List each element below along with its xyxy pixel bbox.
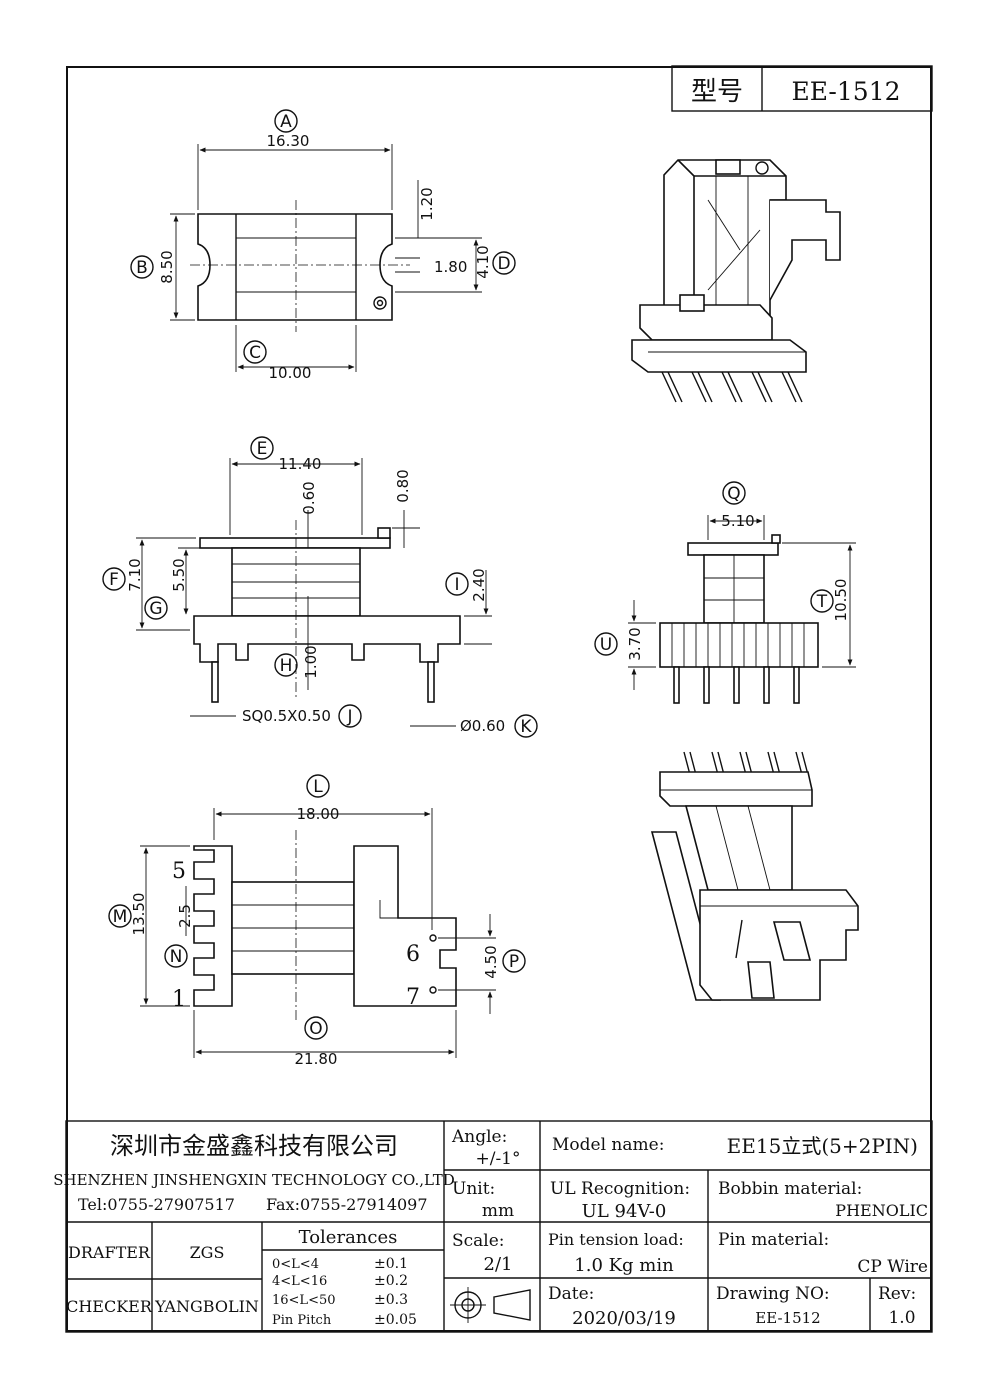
dim-1-80: 1.80	[434, 258, 467, 276]
isometric-view-bottom	[650, 751, 859, 1001]
projection-symbol-icon	[450, 1287, 531, 1323]
checker-label: CHECKER	[66, 1297, 153, 1316]
ul-value: UL 94V-0	[582, 1201, 667, 1222]
fax: Fax:0755-27914097	[266, 1195, 428, 1214]
dim-t-value: 10.50	[832, 579, 850, 622]
dim-c-value: 10.00	[269, 364, 312, 382]
angle-label: Angle:	[451, 1127, 507, 1147]
dim-j-value: SQ0.5X0.50	[242, 707, 331, 725]
tolerance-value-3: ±0.3	[374, 1292, 408, 1308]
pin-material-label: Pin material:	[718, 1230, 829, 1250]
label-c: C	[249, 343, 261, 363]
dim-0-60: 0.60	[300, 481, 318, 514]
tolerance-value-4: ±0.05	[374, 1312, 417, 1328]
pin-1: 1	[172, 987, 186, 1012]
dim-m-value: 13.50	[130, 893, 148, 936]
tolerance-range-4: Pin Pitch	[272, 1313, 332, 1328]
side-view: 5.10 Q 10.50 T 3.70 U	[594, 481, 856, 704]
tolerance-value-2: ±0.2	[374, 1273, 408, 1289]
dim-b-value: 8.50	[158, 250, 176, 283]
tolerances-label: Tolerances	[299, 1227, 398, 1248]
dim-e-value: 11.40	[279, 455, 322, 473]
tolerance-range-1: 0<L<4	[272, 1257, 319, 1272]
label-u: U	[600, 635, 612, 655]
scale-label: Scale:	[452, 1231, 505, 1251]
model-name-label: Model name:	[552, 1135, 664, 1155]
label-l: L	[313, 777, 323, 797]
drafter-value: ZGS	[190, 1243, 225, 1262]
bobbin-value: PHENOLIC	[835, 1201, 928, 1220]
label-a: A	[280, 112, 292, 132]
unit-label: Unit:	[452, 1179, 495, 1199]
tolerance-range-2: 4<L<16	[272, 1274, 327, 1289]
front-view: 11.40 E 0.60 0.80 7.10 F 5.50 G 2.40 I 1…	[102, 436, 538, 738]
label-m: M	[113, 907, 128, 927]
label-g: G	[149, 599, 162, 619]
bobbin-label: Bobbin material:	[718, 1179, 862, 1199]
label-f: F	[109, 570, 119, 590]
model-label: 型号	[691, 77, 743, 107]
label-b: B	[136, 258, 148, 278]
angle-value: +/-1°	[475, 1149, 520, 1169]
label-o: O	[309, 1019, 322, 1039]
model-value: EE-1512	[791, 77, 900, 106]
label-q: Q	[727, 484, 740, 504]
pin-7: 7	[406, 985, 420, 1010]
dim-l-value: 18.00	[297, 805, 340, 823]
dim-1-20: 1.20	[418, 187, 436, 220]
pin-tension-value: 1.0 Kg min	[574, 1255, 674, 1276]
label-k: K	[520, 717, 532, 737]
dim-u-value: 3.70	[626, 627, 644, 660]
title-block	[65, 1120, 933, 1333]
pin-6: 6	[406, 942, 420, 967]
dim-n-value: 2.5	[176, 904, 194, 928]
rev-label: Rev:	[878, 1284, 916, 1304]
drawing-no-value: EE-1512	[755, 1309, 820, 1327]
isometric-view-top	[631, 159, 841, 403]
dim-0-80: 0.80	[394, 469, 412, 502]
dim-f-value: 7.10	[126, 558, 144, 591]
dim-p-value: 4.50	[482, 945, 500, 978]
pin-tension-label: Pin tension load:	[548, 1230, 684, 1249]
model-name-value: EE15立式(5+2PIN)	[727, 1134, 918, 1158]
company-name-en: SHENZHEN JINSHENGXIN TECHNOLOGY CO.,LTD	[53, 1171, 455, 1189]
pin-material-value: CP Wire	[857, 1257, 928, 1277]
label-t: T	[816, 592, 828, 612]
tel: Tel:0755-27907517	[78, 1195, 235, 1214]
label-n: N	[170, 947, 183, 967]
dim-g-value: 5.50	[170, 558, 188, 591]
drafter-label: DRAFTER	[68, 1243, 151, 1262]
checker-value: YANGBOLIN	[154, 1297, 259, 1316]
dim-h-value: 1.00	[302, 645, 320, 678]
date-value: 2020/03/19	[572, 1308, 676, 1329]
dim-a-value: 16.30	[267, 132, 310, 150]
label-h: H	[280, 656, 293, 676]
pin-5: 5	[172, 859, 186, 884]
side-ribs	[671, 623, 805, 667]
drawing-sheet	[66, 66, 932, 1332]
ul-label: UL Recognition:	[550, 1179, 690, 1199]
label-d: D	[497, 254, 510, 274]
bottom-view: 5 1 6 7 18.00 L 13.50 M 2.5 N 4.50 P	[108, 774, 526, 1068]
dim-q-value: 5.10	[721, 512, 754, 530]
label-p: P	[509, 952, 519, 972]
unit-value: mm	[482, 1201, 514, 1221]
top-view: 16.30 A 8.50 B 10.00 C 4.10 D 1.20 1.80	[130, 109, 516, 382]
dim-o-value: 21.80	[295, 1050, 338, 1068]
tolerance-value-1: ±0.1	[374, 1256, 408, 1272]
dim-i-value: 2.40	[470, 568, 488, 601]
label-j: J	[346, 707, 352, 727]
tolerance-range-3: 16<L<50	[272, 1293, 336, 1308]
company-name-cn: 深圳市金盛鑫科技有限公司	[110, 1132, 398, 1160]
date-label: Date:	[548, 1284, 594, 1304]
scale-value: 2/1	[484, 1254, 513, 1275]
dim-d-value: 4.10	[474, 245, 492, 278]
dim-k-value: Ø0.60	[460, 717, 505, 735]
model-box: 型号 EE-1512	[671, 65, 933, 112]
label-i: I	[454, 575, 459, 595]
drawing-no-label: Drawing NO:	[716, 1284, 830, 1304]
label-e: E	[257, 439, 268, 459]
rev-value: 1.0	[888, 1308, 915, 1328]
